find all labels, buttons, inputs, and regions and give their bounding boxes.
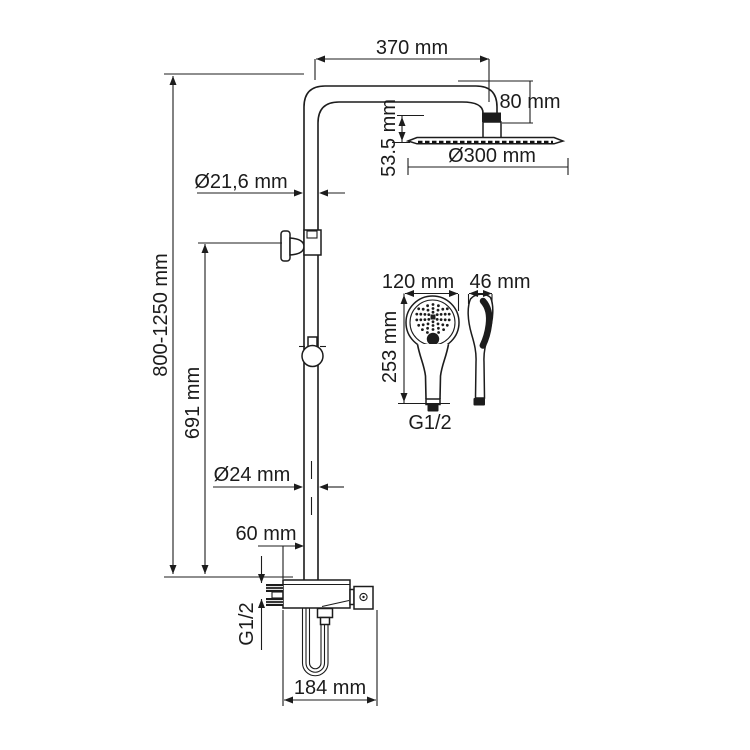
handle-join-cover [417, 344, 449, 362]
side-face-crescent [479, 297, 493, 349]
dim-label-handshower-depth: 46 mm [469, 271, 530, 293]
dim-label-mixer-offset: 60 mm [235, 523, 296, 545]
dim-label-handshower-connection: G1/2 [408, 412, 451, 434]
dim-lower-pipe-diameter: Ø24 mm [213, 464, 344, 491]
ball-joint [482, 121, 502, 139]
supply-fitting-top [266, 584, 283, 592]
handshower-front-view: 120 mm 253 mm G1/2 [379, 271, 460, 434]
hose-outlet-nut [316, 607, 334, 619]
holder-ring [301, 344, 324, 368]
dim-bracket-to-mixer: 691 mm [182, 242, 282, 574]
supply-fitting-bottom [266, 598, 283, 606]
dim-head-offset: 80 mm [458, 80, 561, 124]
handle-right-edge [439, 344, 450, 400]
dim-arm-length: 370 mm [314, 37, 490, 102]
dim-mixer-offset: 60 mm [235, 523, 304, 579]
mode-button [426, 332, 440, 346]
dim-label-head-thickness: 53.5 mm [378, 99, 400, 177]
dim-label-head-diameter: Ø300 mm [448, 145, 536, 167]
handshower-holder [299, 336, 326, 368]
dim-label-lower-pipe-diameter: Ø24 mm [214, 464, 291, 486]
handshower-spray-dots [415, 303, 451, 334]
hose-outlet [319, 616, 331, 626]
side-thread-tip [473, 398, 485, 406]
shower-hose [301, 606, 329, 677]
dim-column-height: 800-1250 mm [150, 73, 304, 578]
overhead-shower [405, 112, 566, 145]
handshower-thread-tip [427, 404, 439, 412]
dim-mixer-width: 184 mm [282, 610, 378, 706]
dim-head-diameter: Ø300 mm [407, 145, 569, 175]
handle-left-edge [416, 344, 427, 400]
handle-screw [359, 592, 368, 602]
dim-label-bracket-to-mixer: 691 mm [182, 367, 204, 439]
handshower-side-view: 46 mm [467, 271, 531, 406]
dim-supply-connection: G1/2 [236, 556, 265, 650]
dim-label-supply-connection: G1/2 [236, 602, 258, 645]
dim-label-upper-pipe-diameter: Ø21,6 mm [194, 171, 287, 193]
bracket-clip [306, 230, 318, 239]
bracket-knob [280, 230, 291, 262]
dim-label-arm-length: 370 mm [376, 37, 448, 59]
dim-label-head-offset: 80 mm [499, 91, 560, 113]
dim-label-column-height: 800-1250 mm [150, 253, 172, 376]
mixer-body [266, 579, 374, 626]
arm-nut [482, 112, 501, 122]
wall-bracket [280, 229, 322, 262]
center-nozzle [430, 314, 436, 320]
dim-label-handshower-width: 120 mm [382, 271, 454, 293]
dim-label-handshower-length: 253 mm [379, 311, 401, 383]
dim-upper-pipe-diameter: Ø21,6 mm [194, 171, 345, 197]
dim-label-mixer-width: 184 mm [294, 677, 366, 699]
dim-head-thickness: 53.5 mm [378, 99, 424, 177]
shower-column-outline [303, 85, 498, 580]
